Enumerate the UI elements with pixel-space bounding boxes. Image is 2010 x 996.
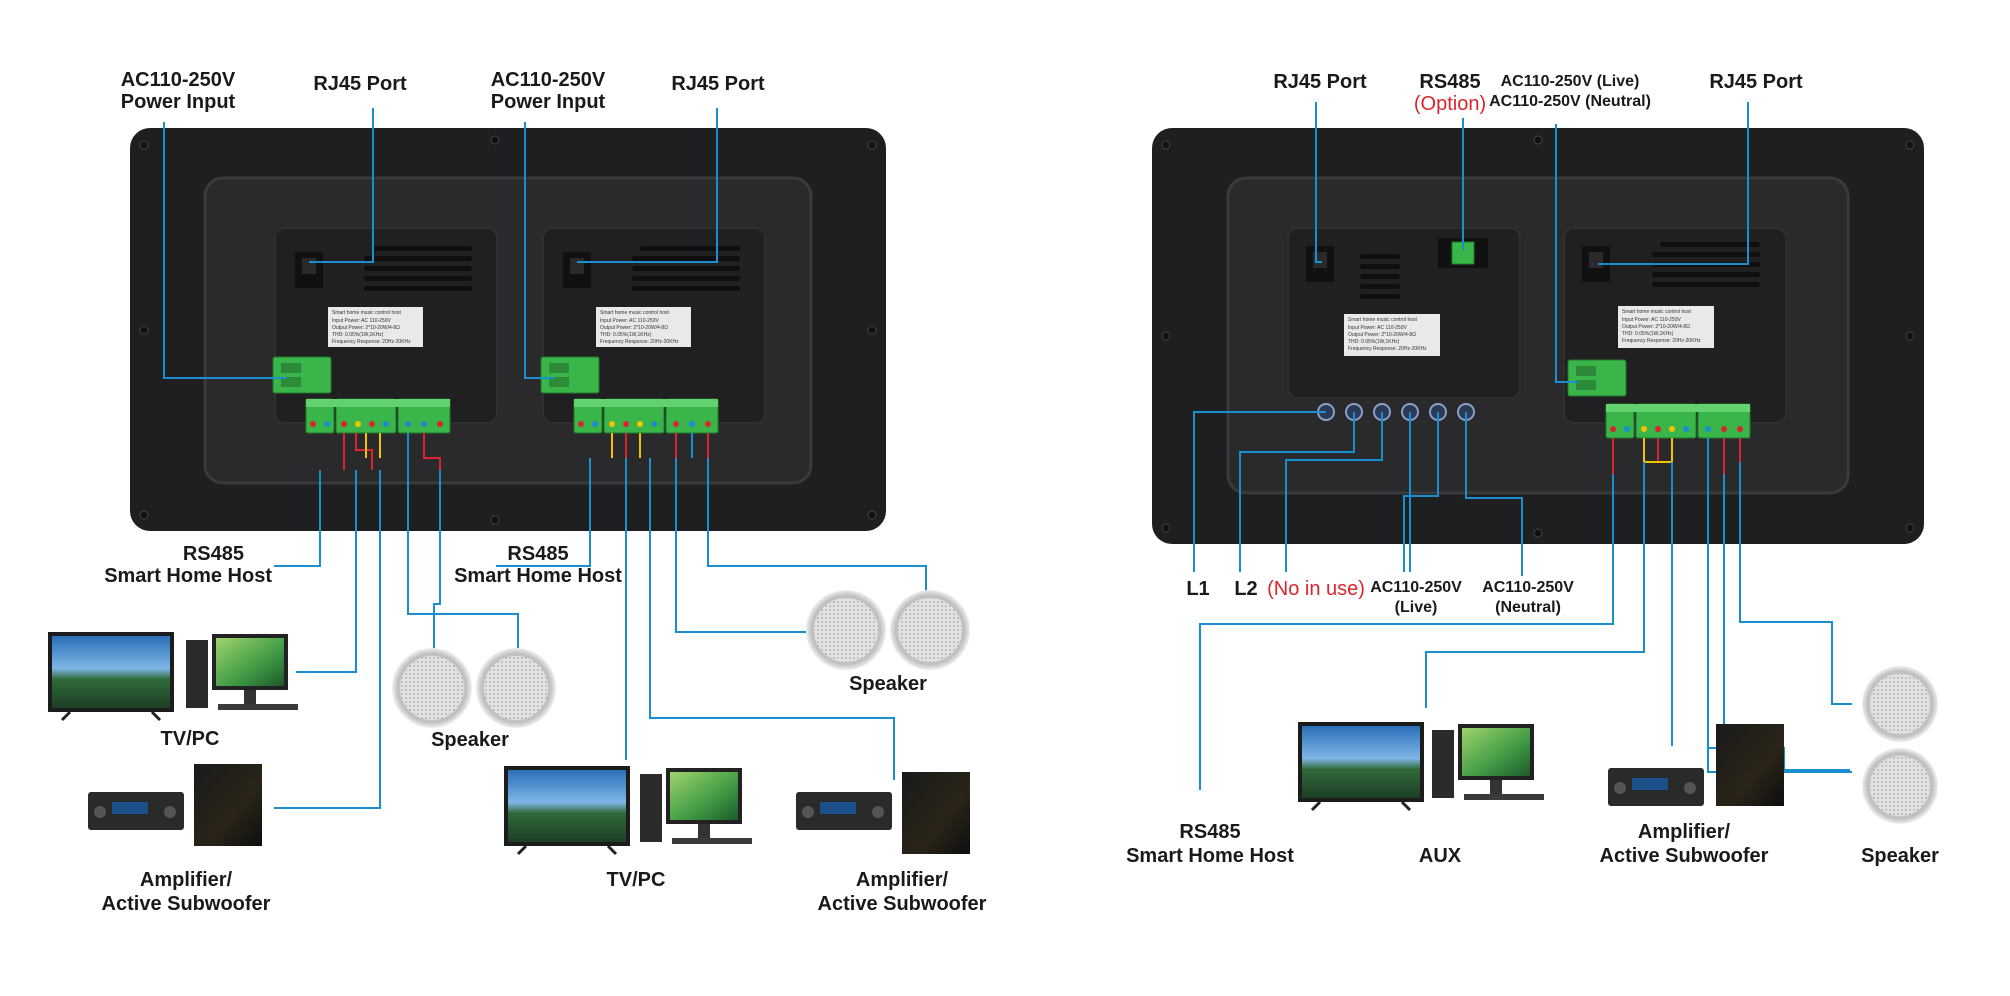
spec-sticker [596,307,691,347]
sticker-line: Frequency Response: 20Hz-20KHz [1622,338,1701,344]
label-rj45-port: RJ45 Port [671,73,765,95]
label-power-neutral: AC110-250V (Neutral) [1489,93,1651,110]
label-amplifier: Amplifier/ [140,869,233,891]
wire-stubs [611,433,709,458]
tv-pc-a [48,632,298,722]
sticker-line: Output Power: 2*10-20W/4-8Ω [332,325,400,331]
label-rj45-port: RJ45 Port [313,73,407,95]
speaker-pair [1862,666,1938,824]
aux-tv-pc [1298,722,1544,812]
sticker-title: Smart home music control host [1622,309,1692,315]
vent-slots [632,246,740,291]
panel-screws [1161,135,1915,538]
sticker-line: Output Power: 2*10-20W/4-8Ω [1348,332,1416,338]
sticker-line: Frequency Response: 20Hz-20KHz [600,339,679,345]
label-speaker: Speaker [1861,845,1939,867]
sticker-title: Smart home music control host [332,310,402,316]
label-power-input: AC110-250V [491,69,606,91]
sticker-line: Output Power: 2*10-20W/4-8Ω [600,325,668,331]
label-rj45-port: RJ45 Port [1709,71,1803,93]
module-a: Smart home music control host Input Powe… [272,227,498,470]
power-terminal [1567,359,1627,397]
spec-sticker [1344,314,1440,356]
audio-terminal-block [305,398,451,434]
sticker-line: Frequency Response: 20Hz-20KHz [332,339,411,345]
sticker-line: Input Power: AC 110-250V [600,318,659,324]
tv-pc-b [504,766,752,856]
label-amplifier: Active Subwoofer [102,893,271,915]
sticker-line: THD: 0.05%(1W,1KHz) [600,332,652,338]
input-jacks [1317,403,1475,421]
sticker-line: THD: 0.05%(1W,1KHz) [1348,339,1400,345]
label-power-input: AC110-250V [121,69,236,91]
vent-slots [1360,254,1400,299]
label-rs485-host: RS485 [1179,821,1240,843]
wire-stubs [343,433,441,470]
label-ac-neutral: AC110-250V [1482,579,1574,596]
sticker-line: Input Power: AC 110-250V [1348,325,1407,331]
label-ac-live: AC110-250V [1370,579,1462,596]
label-l2: L2 [1234,578,1257,600]
panel-screws [139,135,877,525]
label-amplifier: Active Subwoofer [1600,845,1769,867]
connection-wires [163,108,927,809]
module-b: Smart home music control host Input Powe… [540,227,766,458]
spec-sticker [328,307,423,347]
label-amplifier: Active Subwoofer [818,893,987,915]
sticker-title: Smart home music control host [600,310,670,316]
label-amplifier: Amplifier/ [1638,821,1731,843]
speaker-pair-b [806,590,970,670]
left-diagram: Smart home music control host Input Powe… [48,69,987,915]
label-speaker: Speaker [431,729,509,751]
sticker-title: Smart home music control host [1348,317,1418,323]
amplifier-subwoofer-b [796,772,970,854]
wire-stubs [1612,438,1741,474]
label-power-input: Power Input [491,91,606,113]
label-power-input: Power Input [121,91,236,113]
label-rs485: RS485 [1419,71,1480,93]
sticker-line: Input Power: AC 110-250V [332,318,391,324]
sticker-line: THD: 0.05%(1W,1KHz) [332,332,384,338]
power-terminal [540,356,600,394]
label-rj45-port: RJ45 Port [1273,71,1367,93]
label-l1: L1 [1186,578,1209,600]
module-c: Smart home music control host Input Powe… [1287,227,1521,421]
audio-terminal-block [573,398,719,434]
label-power-live: AC110-250V (Live) [1501,73,1640,90]
tv-screen [52,636,170,708]
sticker-line: Frequency Response: 20Hz-20KHz [1348,346,1427,352]
audio-terminal-block [1605,403,1751,439]
label-ac-neutral: (Neutral) [1495,599,1561,616]
pc-tower [186,640,208,708]
label-rs485-host: Smart Home Host [1126,845,1294,867]
label-option: (Option) [1414,93,1486,115]
sticker-line: THD: 0.05%(1W,1KHz) [1622,331,1674,337]
sticker-line: Input Power: AC 110-250V [1622,317,1681,323]
label-rs485: RS485 [183,543,244,565]
label-rs485: RS485 [507,543,568,565]
keyboard [218,704,298,710]
label-rs485: Smart Home Host [454,565,622,587]
label-speaker: Speaker [849,673,927,695]
label-ac-live: (Live) [1395,599,1438,616]
label-tv-pc: TV/PC [607,869,666,891]
label-tv-pc: TV/PC [161,728,220,750]
sticker-line: Output Power: 2*10-20W/4-8Ω [1622,324,1690,330]
spec-sticker [1618,306,1714,348]
speaker-pair-a [392,648,556,728]
monitor-screen [216,638,284,686]
amplifier-subwoofer [1608,724,1784,806]
label-rs485: Smart Home Host [104,565,272,587]
amplifier-subwoofer-a [88,764,262,846]
vent-slots [364,246,472,291]
label-no-in-use: (No in use) [1267,578,1365,600]
label-amplifier: Amplifier/ [856,869,949,891]
right-diagram: Smart home music control host Input Powe… [1126,71,1939,867]
power-terminal [272,356,332,394]
label-aux: AUX [1419,845,1462,867]
